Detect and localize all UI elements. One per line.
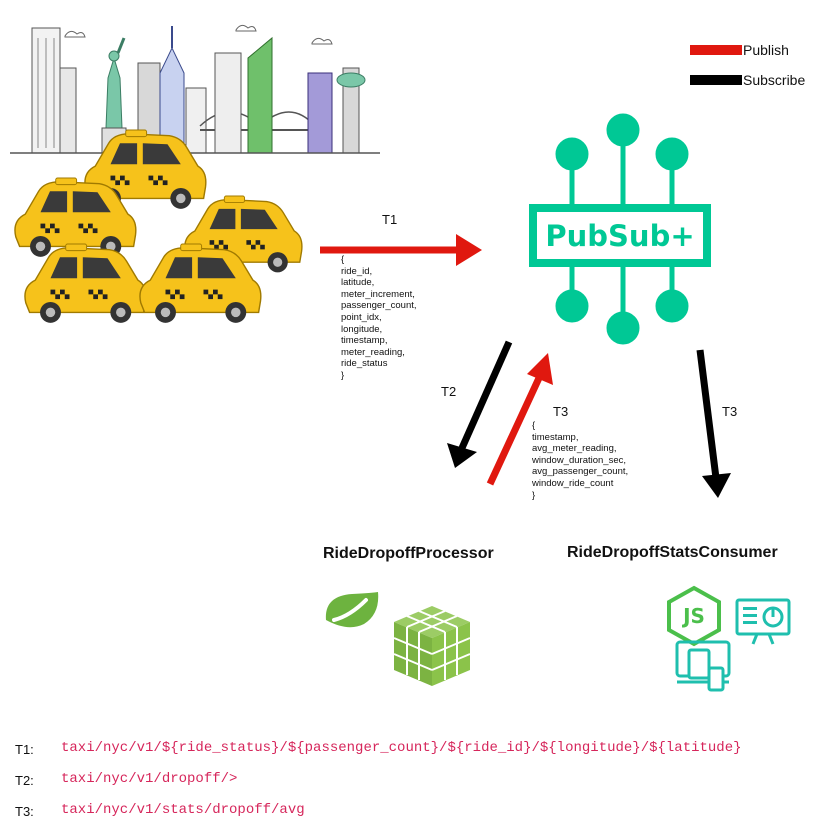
t3-publish-label: T3 bbox=[553, 404, 569, 419]
spring-leaf-icon bbox=[325, 592, 379, 628]
t3-subscribe-label: T3 bbox=[722, 404, 738, 419]
devices-icon bbox=[675, 640, 731, 692]
t3-publish-payload: { timestamp, avg_meter_reading, window_d… bbox=[532, 420, 629, 501]
broker-label: PubSub+ bbox=[545, 219, 694, 253]
city-skyline-icon bbox=[10, 24, 380, 154]
t1-payload: { ride_id, latitude, meter_increment, pa… bbox=[341, 254, 417, 381]
publish-legend-label: Publish bbox=[743, 42, 789, 58]
topic-value: taxi/nyc/v1/${ride_status}/${passenger_c… bbox=[61, 740, 742, 756]
cube-stack-icon bbox=[393, 606, 471, 686]
topic-key: T2: bbox=[15, 773, 34, 788]
topic-key: T1: bbox=[15, 742, 34, 757]
topic-key: T3: bbox=[15, 804, 34, 819]
topic-value: taxi/nyc/v1/stats/dropoff/avg bbox=[61, 802, 305, 818]
t1-publish-arrow bbox=[320, 234, 482, 266]
t2-label: T2 bbox=[441, 384, 457, 399]
dashboard-icon bbox=[735, 598, 791, 645]
subscribe-legend-swatch bbox=[690, 75, 742, 85]
pubsub-broker: PubSub+ bbox=[529, 113, 711, 345]
t3-publish-arrow bbox=[486, 353, 553, 486]
nodejs-icon: JS bbox=[667, 585, 721, 647]
topic-value: taxi/nyc/v1/dropoff/> bbox=[61, 771, 238, 787]
publish-legend-swatch bbox=[690, 45, 742, 55]
processor-title: RideDropoffProcessor bbox=[323, 545, 494, 562]
consumer-title: RideDropoffStatsConsumer bbox=[567, 544, 778, 561]
t1-label: T1 bbox=[382, 212, 398, 227]
subscribe-legend-label: Subscribe bbox=[743, 72, 806, 88]
t3-subscribe-arrow bbox=[696, 349, 731, 498]
svg-text:JS: JS bbox=[681, 604, 705, 628]
t2-subscribe-arrow bbox=[447, 340, 513, 468]
